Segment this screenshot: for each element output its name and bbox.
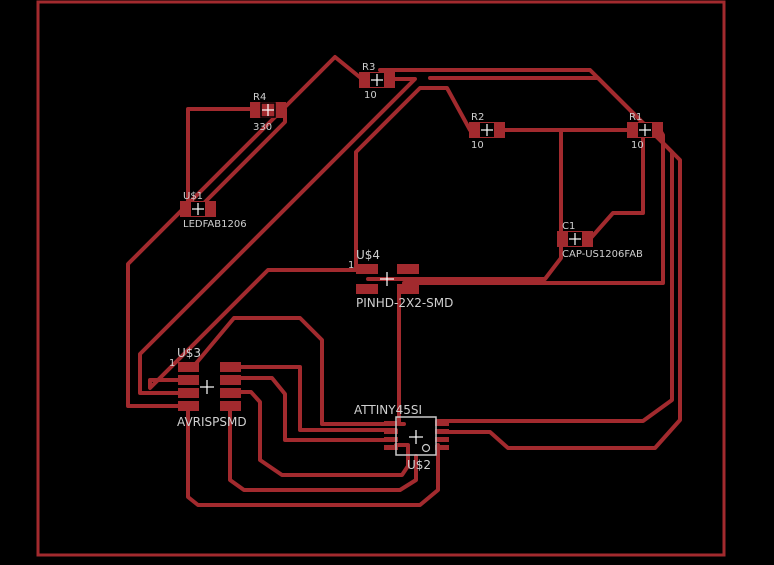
c1-ref-label: C1 [562, 221, 575, 232]
trace [186, 107, 260, 211]
traces [126, 55, 682, 507]
r1-ref-label: R1 [629, 112, 642, 123]
isp-header-u3[interactable]: 1 U$3 AVRISPSMD [169, 346, 247, 429]
u3-pin1-label: 1 [169, 358, 175, 369]
u4-value-label: PINHD-2X2-SMD [356, 296, 453, 310]
u2-ref-label: U$2 [407, 458, 431, 472]
trace [378, 68, 674, 423]
capacitor-c1[interactable]: C1 CAP-US1206FAB [557, 221, 643, 260]
resistor-r1[interactable]: R1 10 [627, 112, 663, 151]
trace [126, 55, 364, 408]
led-u1[interactable]: U$1 LEDFAB1206 [180, 191, 247, 230]
trace [428, 76, 682, 450]
r1-value-label: 10 [631, 140, 644, 151]
resistor-r4[interactable]: R4 330 [250, 92, 286, 133]
trace [138, 77, 417, 395]
mcu-u2[interactable]: ATTINY45SI U$2 [354, 403, 449, 472]
r2-ref-label: R2 [471, 112, 484, 123]
trace [397, 290, 406, 426]
trace [588, 135, 645, 241]
board-outline [36, 0, 726, 557]
r4-ref-label: R4 [253, 92, 266, 103]
trace [366, 237, 563, 281]
r4-value-label: 330 [253, 122, 272, 133]
r2-value-label: 10 [471, 140, 484, 151]
trace [228, 404, 418, 492]
trace [228, 376, 398, 442]
trace [228, 390, 410, 477]
r3-value-label: 10 [364, 90, 377, 101]
u1-ref-label: U$1 [183, 191, 203, 202]
c1-value-label: CAP-US1206FAB [562, 249, 643, 260]
u4-pin1-label: 1 [348, 260, 354, 271]
resistor-r2[interactable]: R2 10 [469, 112, 505, 151]
trace [402, 128, 665, 285]
u3-ref-label: U$3 [177, 346, 201, 360]
r3-ref-label: R3 [362, 62, 375, 73]
u4-ref-label: U$4 [356, 248, 380, 262]
u1-value-label: LEDFAB1206 [183, 219, 247, 230]
resistor-r3[interactable]: R3 10 [359, 62, 395, 101]
u2-value-label: ATTINY45SI [354, 403, 422, 417]
trace [228, 365, 398, 432]
u3-value-label: AVRISPSMD [177, 415, 247, 429]
trace [186, 404, 440, 507]
header-u4[interactable]: 1 U$4 PINHD-2X2-SMD [348, 248, 453, 310]
trace [354, 86, 472, 267]
